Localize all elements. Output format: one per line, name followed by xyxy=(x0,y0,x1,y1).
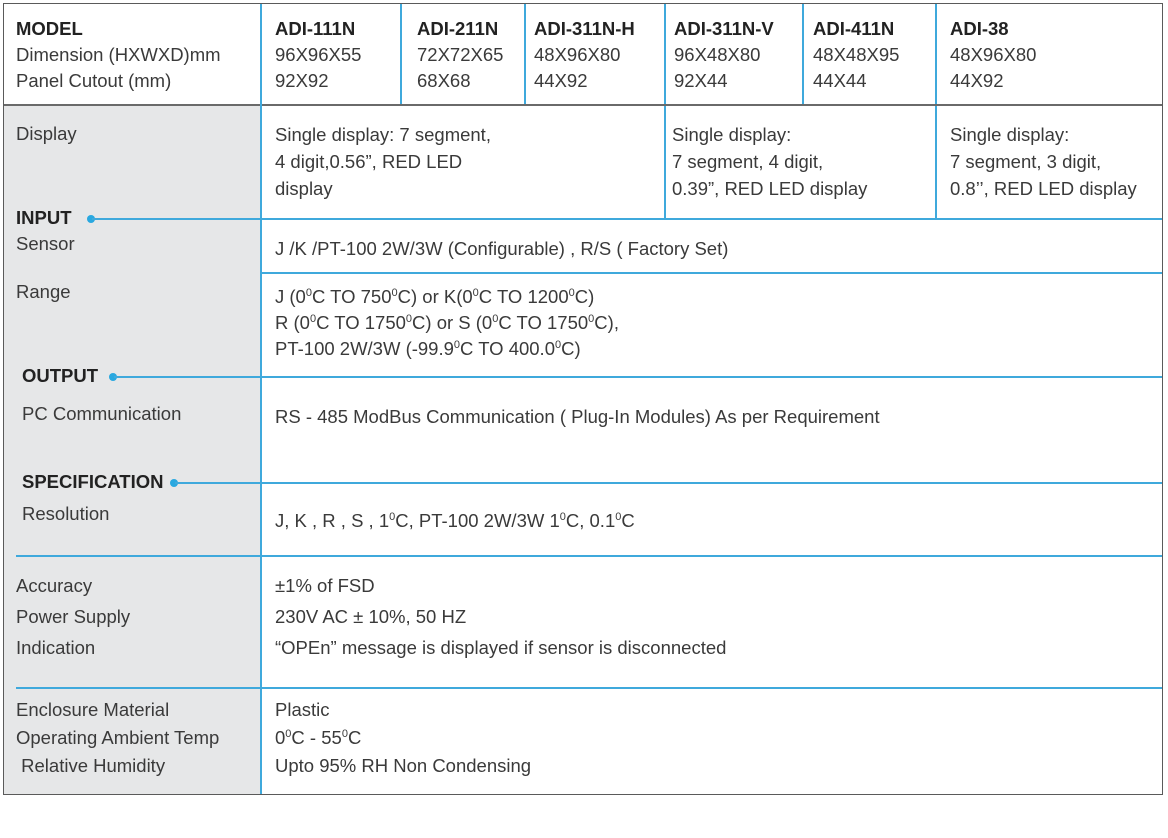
accuracy-value: ±1% of FSD xyxy=(275,575,375,596)
model-dimension: 48X96X80 xyxy=(534,44,621,65)
display-line: display xyxy=(275,178,333,199)
operating-temp-label: Operating Ambient Temp xyxy=(16,727,220,748)
model-cutout: 44X92 xyxy=(950,70,1004,91)
header-divider xyxy=(935,4,937,219)
enclosure-labels: Enclosure Material Operating Ambient Tem… xyxy=(16,696,219,780)
display-line: Single display: xyxy=(672,124,792,145)
specification-section-rule xyxy=(175,482,1162,484)
enclosure-material-label: Enclosure Material xyxy=(16,699,170,720)
header-bottom-border xyxy=(4,104,1162,106)
input-section-heading: INPUT xyxy=(16,207,72,228)
row-divider xyxy=(260,272,1162,274)
display-line: Single display: xyxy=(950,124,1070,145)
model-column-adi-38: ADI-38 48X96X80 44X92 xyxy=(950,16,1036,94)
model-name: ADI-38 xyxy=(950,18,1009,39)
model-dimension: 48X48X95 xyxy=(813,44,900,65)
display-label: Display xyxy=(16,123,77,144)
model-cutout: 92X92 xyxy=(275,70,329,91)
display-group-3: Single display: 7 segment, 3 digit, 0.8’… xyxy=(950,121,1137,202)
specification-bullet-dot xyxy=(170,479,178,487)
model-dimension: 96X96X55 xyxy=(275,44,362,65)
display-line: 0.8’’, RED LED display xyxy=(950,178,1137,199)
relative-humidity-label: Relative Humidity xyxy=(16,755,166,776)
display-line: 7 segment, 3 digit, xyxy=(950,151,1102,172)
accuracy-label: Accuracy xyxy=(16,575,93,596)
display-line: 0.39”, RED LED display xyxy=(672,178,868,199)
model-cutout: 44X44 xyxy=(813,70,867,91)
power-supply-label: Power Supply xyxy=(16,606,131,627)
header-labels: MODEL Dimension (HXWXD)mm Panel Cutout (… xyxy=(16,16,221,94)
indication-label: Indication xyxy=(16,637,96,658)
model-column-adi-411n: ADI-411N 48X48X95 44X44 xyxy=(813,16,899,94)
model-cutout: 92X44 xyxy=(674,70,728,91)
model-name: ADI-211N xyxy=(417,18,499,39)
header-divider xyxy=(802,4,804,104)
header-divider xyxy=(260,4,262,104)
range-line-1: J (00C TO 7500C) or K(00C TO 12000C) xyxy=(275,286,595,307)
enclosure-material-value: Plastic xyxy=(275,699,330,720)
range-line-3: PT-100 2W/3W (-99.90C TO 400.00C) xyxy=(275,338,581,359)
resolution-label: Resolution xyxy=(22,503,110,524)
enclosure-values: Plastic 00C - 550C Upto 95% RH Non Conde… xyxy=(275,696,531,780)
row-divider xyxy=(16,555,1162,557)
display-line: Single display: 7 segment, xyxy=(275,124,491,145)
model-column-adi-211n: ADI-211N 72X72X65 68X68 xyxy=(417,16,503,94)
model-name: ADI-411N xyxy=(813,18,895,39)
output-section-rule xyxy=(114,376,1162,378)
accuracy-power-indication-labels: Accuracy Power Supply Indication xyxy=(16,570,130,663)
header-divider xyxy=(524,4,526,104)
sensor-value: J /K /PT-100 2W/3W (Configurable) , R/S … xyxy=(275,238,729,259)
model-column-adi-111n: ADI-111N 96X96X55 92X92 xyxy=(275,16,361,94)
sensor-label: Sensor xyxy=(16,233,75,254)
header-divider xyxy=(664,4,666,219)
display-group-1: Single display: 7 segment, 4 digit,0.56”… xyxy=(275,121,491,202)
model-dimension: 96X48X80 xyxy=(674,44,761,65)
header-divider xyxy=(400,4,402,104)
indication-value: “OPEn” message is displayed if sensor is… xyxy=(275,637,727,658)
output-section-heading: OUTPUT xyxy=(22,365,99,386)
model-name: ADI-311N-V xyxy=(674,18,774,39)
specification-section-heading: SPECIFICATION xyxy=(22,471,164,492)
spec-table: MODEL Dimension (HXWXD)mm Panel Cutout (… xyxy=(3,3,1163,795)
label-value-divider xyxy=(260,104,262,794)
power-supply-value: 230V AC ± 10%, 50 HZ xyxy=(275,606,467,627)
display-group-2: Single display: 7 segment, 4 digit, 0.39… xyxy=(672,121,867,202)
resolution-value: J, K , R , S , 10C, PT-100 2W/3W 10C, 0.… xyxy=(275,510,635,531)
output-bullet-dot xyxy=(109,373,117,381)
pc-communication-value: RS - 485 ModBus Communication ( Plug-In … xyxy=(275,406,880,427)
display-line: 4 digit,0.56”, RED LED xyxy=(275,151,463,172)
model-dimension: 72X72X65 xyxy=(417,44,504,65)
model-name: ADI-111N xyxy=(275,18,356,39)
range-line-2: R (00C TO 17500C) or S (00C TO 17500C), xyxy=(275,312,619,333)
pc-communication-label: PC Communication xyxy=(22,403,182,424)
range-value: J (00C TO 7500C) or K(00C TO 12000C) R (… xyxy=(275,284,619,362)
accuracy-power-indication-values: ±1% of FSD 230V AC ± 10%, 50 HZ “OPEn” m… xyxy=(275,570,726,663)
model-name: ADI-311N-H xyxy=(534,18,635,39)
model-heading: MODEL xyxy=(16,18,83,39)
operating-temp-value: 00C - 550C xyxy=(275,727,362,748)
dimension-heading: Dimension (HXWXD)mm xyxy=(16,44,221,65)
display-line: 7 segment, 4 digit, xyxy=(672,151,824,172)
model-dimension: 48X96X80 xyxy=(950,44,1037,65)
input-section-rule xyxy=(92,218,1162,220)
row-divider xyxy=(16,687,1162,689)
range-label: Range xyxy=(16,281,71,302)
input-bullet-dot xyxy=(87,215,95,223)
model-column-adi-311n-v: ADI-311N-V 96X48X80 92X44 xyxy=(674,16,774,94)
model-column-adi-311n-h: ADI-311N-H 48X96X80 44X92 xyxy=(534,16,635,94)
model-cutout: 68X68 xyxy=(417,70,471,91)
model-cutout: 44X92 xyxy=(534,70,588,91)
cutout-heading: Panel Cutout (mm) xyxy=(16,70,172,91)
relative-humidity-value: Upto 95% RH Non Condensing xyxy=(275,755,532,776)
